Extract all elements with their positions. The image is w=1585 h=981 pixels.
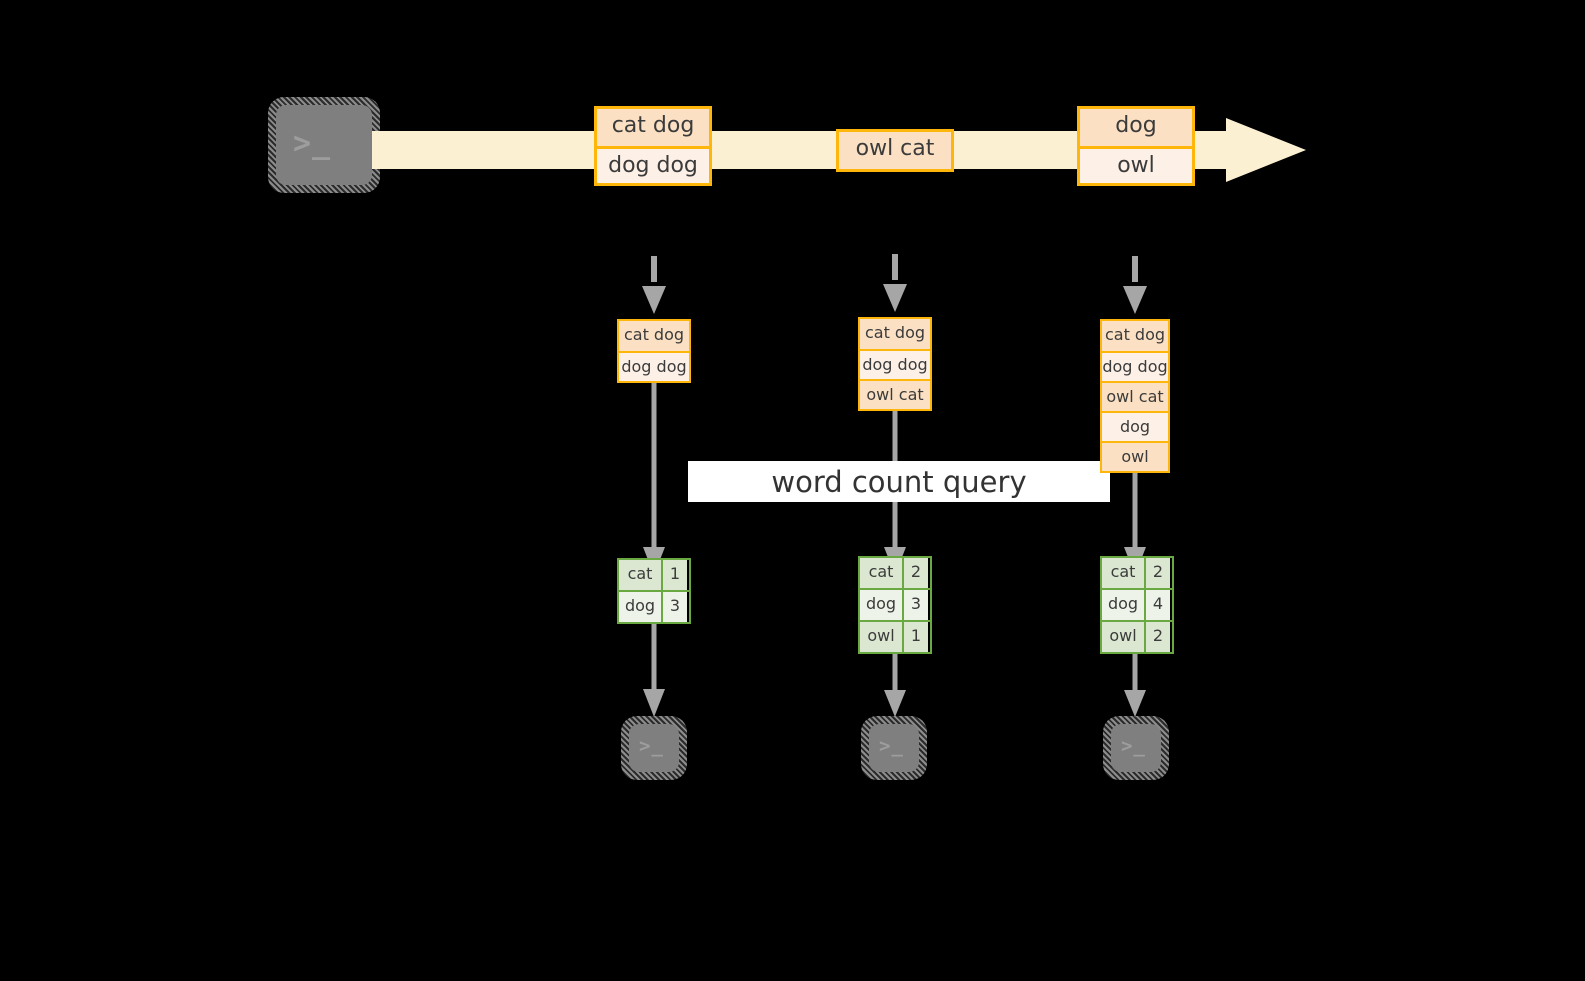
snapshot-row: cat dog: [1102, 321, 1168, 351]
stream-event-line: cat dog: [597, 109, 709, 146]
stream-event-box: cat dog dog dog: [594, 106, 712, 186]
result-word-cell: cat: [1102, 558, 1146, 588]
snapshot-table: cat dog dog dog owl cat dog owl: [1100, 319, 1170, 473]
terminal-prompt-glyph: >_: [879, 735, 904, 757]
snapshot-row: cat dog: [619, 321, 689, 351]
result-count-cell: 1: [663, 560, 687, 590]
snapshot-row: dog dog: [860, 349, 930, 379]
result-row: cat 1: [619, 560, 689, 590]
source-terminal-icon: >_: [268, 97, 380, 193]
result-row: dog 4: [1102, 588, 1172, 620]
sink-terminal-icon: >_: [621, 716, 687, 780]
stream-event-line: owl: [1080, 146, 1192, 183]
query-label-banner: word count query: [688, 461, 1110, 502]
terminal-face: [629, 724, 679, 772]
stream-event-box: owl cat: [836, 129, 954, 172]
snapshot-row: cat dog: [860, 319, 930, 349]
result-count-cell: 2: [1146, 622, 1170, 652]
terminal-prompt-glyph: >_: [1121, 735, 1146, 757]
snapshot-table: cat dog dog dog: [617, 319, 691, 383]
result-count-cell: 3: [663, 592, 687, 622]
terminal-face: [1111, 724, 1161, 772]
stream-event-line: owl cat: [839, 132, 951, 169]
terminal-face: [869, 724, 919, 772]
result-row: owl 2: [1102, 620, 1172, 652]
stream-to-snapshot-arrow: [883, 254, 907, 312]
terminal-face: [276, 105, 372, 185]
result-to-sink-arrow: [1124, 648, 1146, 717]
query-label-text: word count query: [771, 464, 1027, 499]
result-row: cat 2: [860, 558, 930, 588]
result-row: dog 3: [860, 588, 930, 620]
result-count-cell: 1: [904, 622, 928, 652]
result-table: cat 2 dog 4 owl 2: [1100, 556, 1174, 654]
result-word-cell: cat: [619, 560, 663, 590]
result-word-cell: owl: [1102, 622, 1146, 652]
stream-event-line: dog: [1080, 109, 1192, 146]
snapshot-row: dog dog: [619, 351, 689, 381]
result-word-cell: cat: [860, 558, 904, 588]
result-row: dog 3: [619, 590, 689, 622]
result-count-cell: 3: [904, 590, 928, 620]
result-to-sink-arrow: [884, 648, 906, 717]
sink-terminal-icon: >_: [1103, 716, 1169, 780]
snapshot-row: dog dog: [1102, 351, 1168, 381]
stream-event-box: dog owl: [1077, 106, 1195, 186]
result-row: owl 1: [860, 620, 930, 652]
sink-terminal-icon: >_: [861, 716, 927, 780]
stream-event-line: dog dog: [597, 146, 709, 183]
stream-to-snapshot-arrow: [1123, 256, 1147, 314]
stream-to-snapshot-arrow: [642, 256, 666, 314]
result-table: cat 2 dog 3 owl 1: [858, 556, 932, 654]
result-to-sink-arrow: [643, 619, 665, 717]
result-word-cell: dog: [1102, 590, 1146, 620]
snapshot-row: dog: [1102, 411, 1168, 441]
snapshot-table: cat dog dog dog owl cat: [858, 317, 932, 411]
result-word-cell: owl: [860, 622, 904, 652]
snapshot-row: owl cat: [860, 379, 930, 409]
snapshot-row: owl cat: [1102, 381, 1168, 411]
terminal-prompt-glyph: >_: [639, 735, 664, 757]
result-count-cell: 4: [1146, 590, 1170, 620]
result-count-cell: 2: [904, 558, 928, 588]
result-count-cell: 2: [1146, 558, 1170, 588]
result-table: cat 1 dog 3: [617, 558, 691, 624]
terminal-prompt-glyph: >_: [293, 126, 332, 161]
snapshot-to-result-arrow: [643, 381, 665, 575]
result-row: cat 2: [1102, 558, 1172, 588]
result-word-cell: dog: [860, 590, 904, 620]
result-word-cell: dog: [619, 592, 663, 622]
snapshot-row: owl: [1102, 441, 1168, 471]
